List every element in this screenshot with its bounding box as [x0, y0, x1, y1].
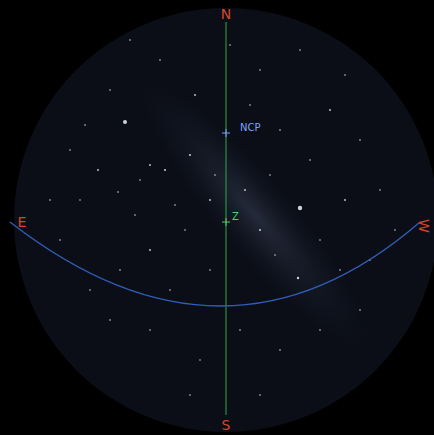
zenith-marker — [222, 218, 230, 226]
stars — [49, 39, 396, 396]
meridian-line — [226, 22, 227, 415]
ncp-marker — [222, 129, 230, 137]
horizon-disc — [14, 8, 434, 432]
zenith-label: Z — [232, 212, 239, 222]
compass-south: S — [222, 418, 231, 432]
pole-label: NCP — [240, 123, 261, 133]
compass-north: N — [221, 7, 231, 21]
compass-west: W — [417, 219, 431, 233]
milky-way — [113, 57, 396, 374]
compass-east: E — [18, 215, 27, 229]
celestial-equator — [10, 222, 420, 306]
